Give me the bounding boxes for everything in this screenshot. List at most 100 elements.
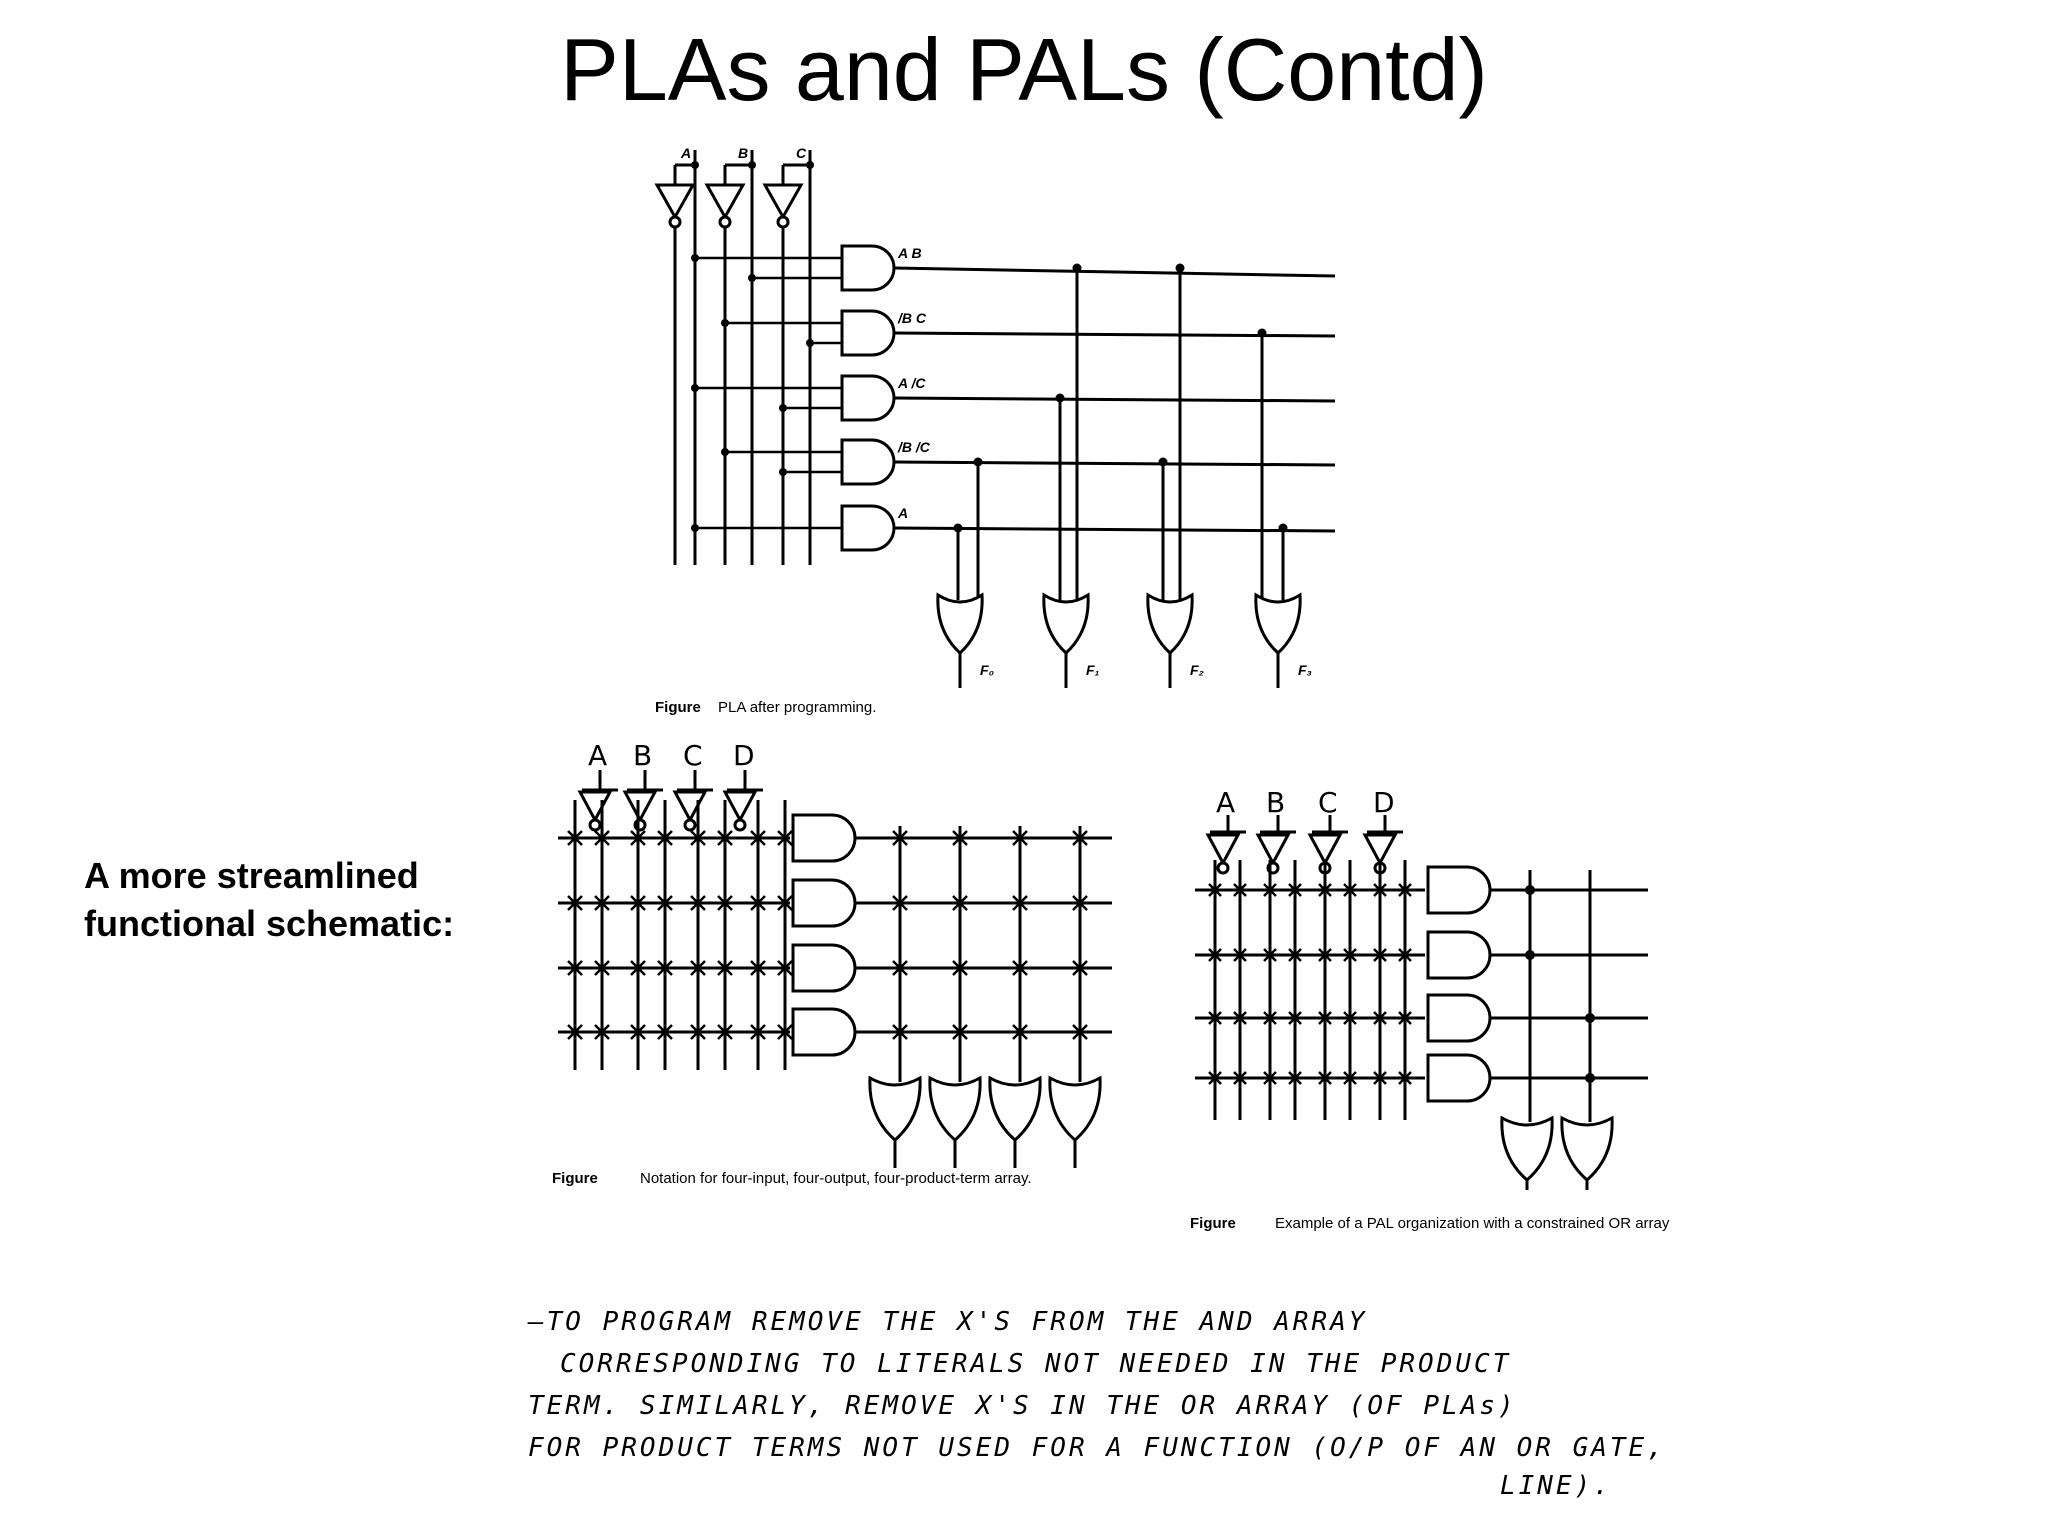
array4-caption-text: Notation for four-input, four-output, fo…	[640, 1170, 1032, 1187]
pal-and-cross-1-3	[1288, 948, 1302, 962]
array4-or-cross-3-1	[1072, 895, 1088, 911]
cross-stroke	[1233, 1071, 1247, 1085]
inverter-bubble	[1216, 861, 1230, 875]
cross-stroke	[1072, 1024, 1088, 1040]
pla-branch-dot-2	[806, 161, 814, 169]
pla-product-line-3	[893, 460, 1336, 467]
array4-and-cross-3-7	[777, 1024, 793, 1040]
pla-product-label-3: /B /C	[897, 439, 931, 455]
cross-stroke	[1318, 948, 1332, 962]
pla-or-gate-0	[936, 592, 984, 656]
cross-stroke	[1012, 830, 1028, 846]
cross-stroke	[1318, 883, 1332, 897]
cross-stroke	[657, 830, 673, 846]
cross-stroke	[717, 1024, 733, 1040]
pal-and-cross-3-3	[1288, 1071, 1302, 1085]
cross-stroke	[892, 830, 908, 846]
side-note-line-1: A more streamlined	[84, 855, 419, 896]
inverter-bubble	[683, 818, 697, 832]
pla-and-dot-3-1	[779, 468, 787, 476]
cross-stroke	[1012, 895, 1028, 911]
array4-or-cross-2-1	[1012, 895, 1028, 911]
side-note-line-2: functional schematic:	[84, 903, 455, 944]
pla-and-dot-2-0	[691, 384, 699, 392]
pla-or-dot-0-0	[973, 457, 983, 467]
array4-and-cross-1-1	[594, 895, 610, 911]
cross-stroke	[777, 895, 793, 911]
cross-stroke	[1343, 883, 1357, 897]
cross-stroke	[952, 830, 968, 846]
cross-stroke	[952, 1024, 968, 1040]
pla-input-label-2: C	[796, 145, 807, 161]
slide-title: PLAs and PALs (Contd)	[560, 20, 1488, 119]
pal-and-cross-0-4	[1318, 883, 1332, 897]
array4-and-cross-0-1	[594, 830, 610, 846]
pla-inverter-1	[704, 183, 746, 229]
array4-or-gate-2	[988, 1075, 1042, 1142]
cross-stroke	[952, 960, 968, 976]
cross-stroke	[750, 895, 766, 911]
note-line-2: CORRESPONDING TO LITERALS NOT NEEDED IN …	[560, 1349, 1511, 1379]
pla-and-dot-0-0	[691, 254, 699, 262]
pal-and-cross-1-0	[1208, 948, 1222, 962]
pal-or-dot-0-1	[1525, 950, 1535, 960]
cross-stroke	[717, 895, 733, 911]
pal-and-gate-2	[1426, 993, 1492, 1043]
pla-product-line-0	[893, 266, 1336, 278]
pal-and-cross-2-5	[1343, 1011, 1357, 1025]
cross-stroke	[690, 895, 706, 911]
cross-stroke	[1263, 1071, 1277, 1085]
pal-or-dot-0-0	[1525, 885, 1535, 895]
pal-and-cross-3-1	[1233, 1071, 1247, 1085]
array4-or-gate-0	[868, 1075, 922, 1142]
pal-and-cross-2-4	[1318, 1011, 1332, 1025]
pla-and-gate-2	[840, 374, 896, 422]
cross-stroke	[1233, 948, 1247, 962]
cross-stroke	[1373, 883, 1387, 897]
pal-input-label-3: D	[1373, 786, 1395, 819]
cross-stroke	[1208, 1011, 1222, 1025]
note-line-4: FOR PRODUCT TERMS NOT USED FOR A FUNCTIO…	[528, 1433, 1666, 1463]
array4-or-gate-3	[1048, 1075, 1102, 1142]
array4-or-cross-3-2	[1072, 960, 1088, 976]
cross-stroke	[1012, 960, 1028, 976]
array4-and-cross-2-2	[630, 960, 646, 976]
pla-or-gate-2	[1146, 592, 1194, 656]
pal-or-gate-0	[1500, 1115, 1554, 1182]
cross-stroke	[1072, 895, 1088, 911]
cross-stroke	[690, 830, 706, 846]
array4-or-cross-2-2	[1012, 960, 1028, 976]
pal-input-label-2: C	[1318, 786, 1338, 819]
cross-stroke	[1072, 960, 1088, 976]
array4-or-cross-1-0	[952, 830, 968, 846]
pla-or-dot-2-0	[1175, 263, 1185, 273]
cross-stroke	[1288, 1011, 1302, 1025]
pla-or-dot-1-1	[1055, 393, 1065, 403]
pal-inverter-1	[1255, 833, 1291, 875]
pal-and-cross-2-6	[1373, 1011, 1387, 1025]
cross-stroke	[1318, 1071, 1332, 1085]
inverter-bubble	[776, 215, 790, 229]
array4-and-cross-2-3	[657, 960, 673, 976]
array4-and-cross-1-6	[750, 895, 766, 911]
array4-inverter-3	[722, 790, 758, 832]
cross-stroke	[594, 895, 610, 911]
array4-or-cross-3-0	[1072, 830, 1088, 846]
cross-stroke	[1012, 1024, 1028, 1040]
array4-and-cross-0-3	[657, 830, 673, 846]
cross-stroke	[1263, 948, 1277, 962]
cross-stroke	[1318, 1011, 1332, 1025]
cross-stroke	[1233, 1011, 1247, 1025]
pla-output-label-2: F₂	[1190, 662, 1204, 678]
inverter-body	[654, 183, 696, 221]
array4-inverter-2	[672, 790, 708, 832]
cross-stroke	[630, 960, 646, 976]
pal-input-label-0: A	[1216, 786, 1235, 819]
pla-product-label-2: A /C	[897, 375, 926, 391]
array4-and-gate-1	[791, 878, 857, 928]
pla-product-line-2	[893, 396, 1336, 403]
array4-and-gate-2	[791, 943, 857, 993]
array4-and-cross-3-2	[630, 1024, 646, 1040]
array4-or-cross-0-3	[892, 1024, 908, 1040]
array4-or-cross-1-2	[952, 960, 968, 976]
